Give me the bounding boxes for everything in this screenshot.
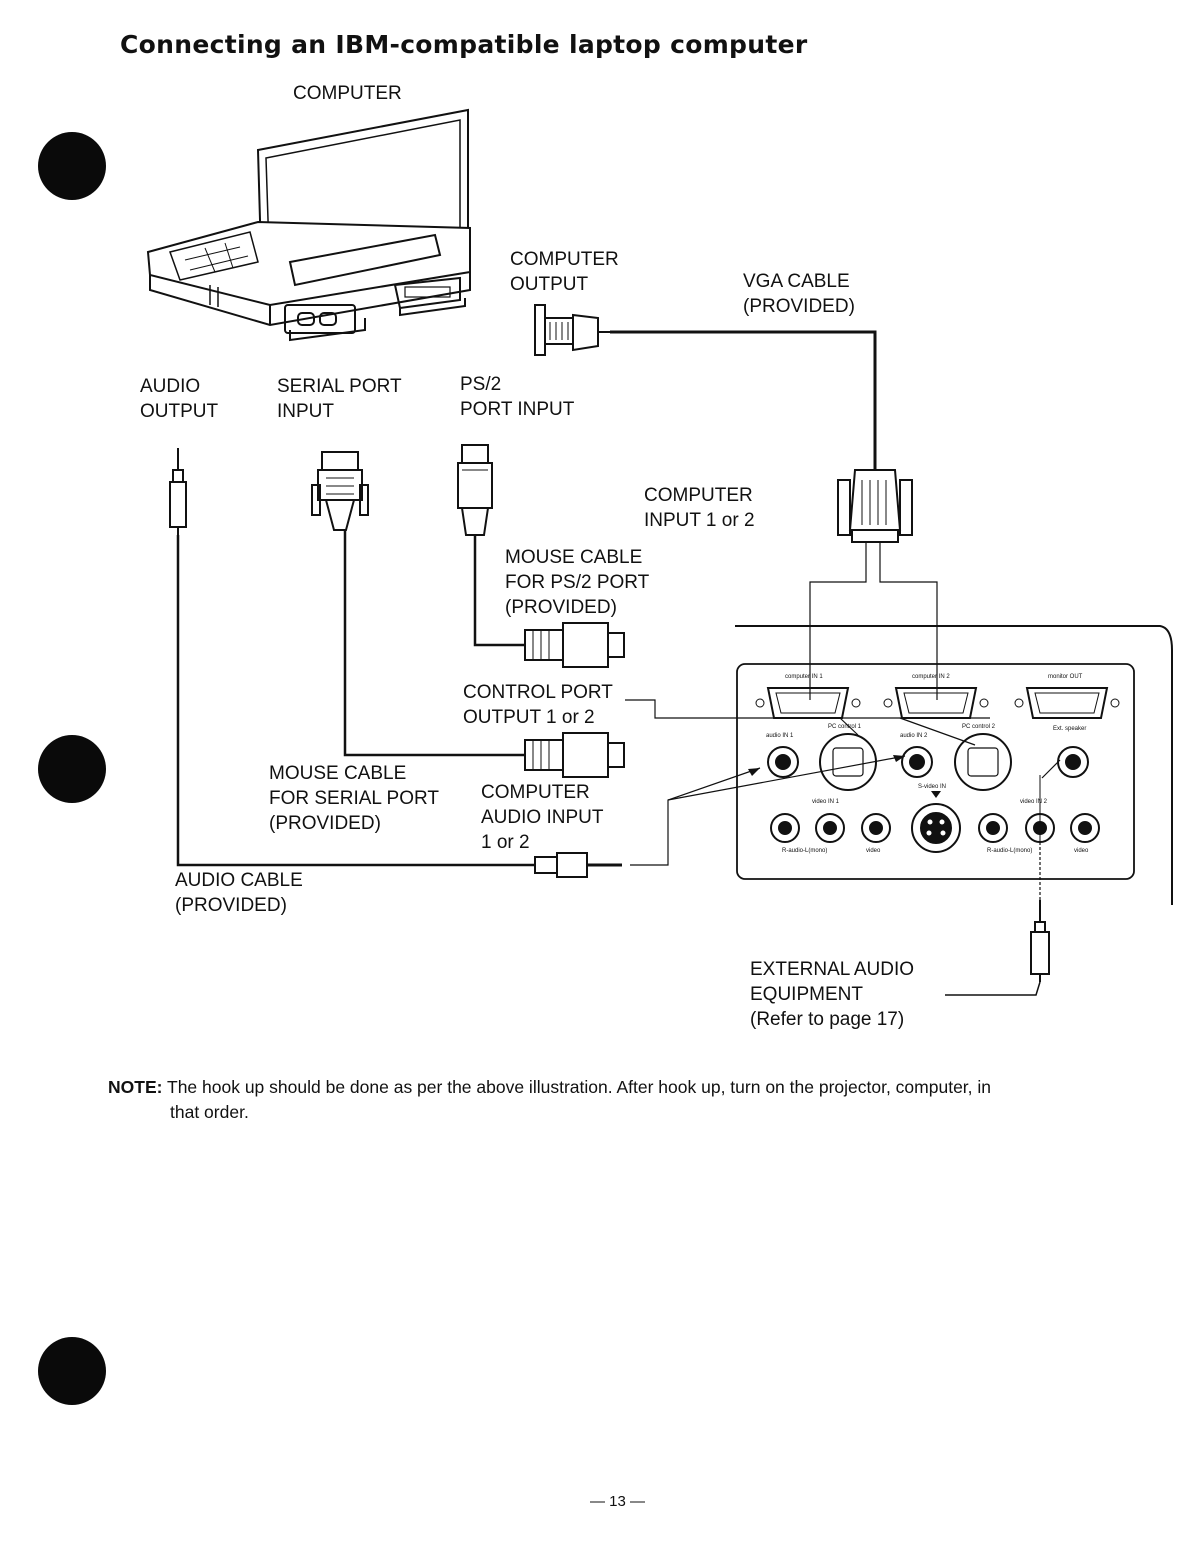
binder-hole-top bbox=[38, 132, 106, 200]
label-audio-in-1: audio IN 1 bbox=[766, 733, 794, 739]
page-title: Connecting an IBM-compatible laptop comp… bbox=[120, 30, 808, 59]
label-mouse-cable-serial: MOUSE CABLE FOR SERIAL PORT (PROVIDED) bbox=[269, 763, 439, 834]
computer-in-2-connector bbox=[883, 687, 989, 719]
audio-in-2-jack bbox=[901, 746, 933, 778]
label-external-audio: EXTERNAL AUDIO EQUIPMENT (Refer to page … bbox=[750, 959, 915, 1030]
projector-input-panel bbox=[736, 663, 1135, 880]
pc-control-2-port bbox=[954, 733, 1012, 791]
label-audio-output: AUDIO OUTPUT bbox=[140, 376, 219, 422]
note-line-2: that order. bbox=[170, 1102, 249, 1122]
s-video-in-jack bbox=[911, 803, 961, 853]
video-in-2-jacks bbox=[978, 813, 1100, 843]
note-line-1: The hook up should be done as per the ab… bbox=[167, 1077, 992, 1097]
label-computer-output: COMPUTER OUTPUT bbox=[510, 249, 619, 295]
label-mouse-cable-ps2: MOUSE CABLE FOR PS/2 PORT (PROVIDED) bbox=[505, 547, 650, 618]
label-video-in-2: video IN 2 bbox=[1020, 799, 1048, 805]
label-serial-port-input: SERIAL PORT INPUT bbox=[277, 376, 402, 422]
label-computer-in-1: computer IN 1 bbox=[785, 674, 823, 680]
label-r-audio-l-1: R-audio-L(mono) bbox=[782, 848, 828, 854]
label-computer-input: COMPUTER INPUT 1 or 2 bbox=[644, 485, 755, 531]
computer-in-1-connector bbox=[755, 687, 861, 719]
label-control-port-output: CONTROL PORT OUTPUT 1 or 2 bbox=[463, 682, 613, 728]
note-paragraph: NOTE: The hook up should be done as per … bbox=[108, 1075, 1168, 1125]
label-computer-audio-input: COMPUTER AUDIO INPUT 1 or 2 bbox=[481, 782, 604, 853]
label-video-2: video bbox=[1074, 848, 1089, 854]
pc-control-1-port bbox=[819, 733, 877, 791]
label-computer: COMPUTER bbox=[293, 83, 402, 104]
serial-mouse-din-plug bbox=[524, 732, 625, 778]
label-s-video-in: S-video IN bbox=[918, 784, 947, 790]
vga-plug-computer-output bbox=[534, 304, 610, 356]
external-audio-plug bbox=[1030, 900, 1050, 982]
label-ext-speaker: Ext. speaker bbox=[1053, 726, 1087, 732]
binder-hole-bottom bbox=[38, 1337, 106, 1405]
vga-cable bbox=[610, 330, 877, 470]
serial-port-plug bbox=[311, 451, 369, 531]
page-number: — 13 — bbox=[590, 1493, 646, 1510]
label-pc-control-2: PC control 2 bbox=[962, 724, 996, 730]
label-audio-in-2: audio IN 2 bbox=[900, 733, 928, 739]
label-pc-control-1: PC control 1 bbox=[828, 724, 862, 730]
audio-cable bbox=[176, 535, 535, 867]
audio-plug-output bbox=[169, 448, 187, 535]
video-in-1-jacks bbox=[770, 813, 891, 843]
ps2-plug bbox=[457, 444, 493, 536]
label-video-1: video bbox=[866, 848, 881, 854]
label-r-audio-l-2: R-audio-L(mono) bbox=[987, 848, 1033, 854]
serial-mouse-cable bbox=[343, 530, 525, 757]
monitor-out-connector bbox=[1014, 687, 1120, 719]
label-vga-cable: VGA CABLE (PROVIDED) bbox=[743, 271, 855, 317]
ps2-mouse-din-plug bbox=[524, 622, 625, 668]
laptop-illustration bbox=[146, 108, 471, 342]
ps2-mouse-cable bbox=[473, 535, 525, 647]
note-prefix: NOTE: bbox=[108, 1077, 163, 1097]
label-ps2-port-input: PS/2 PORT INPUT bbox=[460, 374, 575, 420]
audio-in-1-jack bbox=[767, 746, 799, 778]
vga-plug-computer-input bbox=[837, 469, 913, 543]
audio-plug-input bbox=[534, 852, 622, 878]
label-audio-cable: AUDIO CABLE (PROVIDED) bbox=[175, 870, 303, 916]
binder-hole-middle bbox=[38, 735, 106, 803]
label-computer-in-2: computer IN 2 bbox=[912, 674, 950, 680]
label-monitor-out: monitor OUT bbox=[1048, 674, 1083, 680]
label-video-in-1: video IN 1 bbox=[812, 799, 840, 805]
